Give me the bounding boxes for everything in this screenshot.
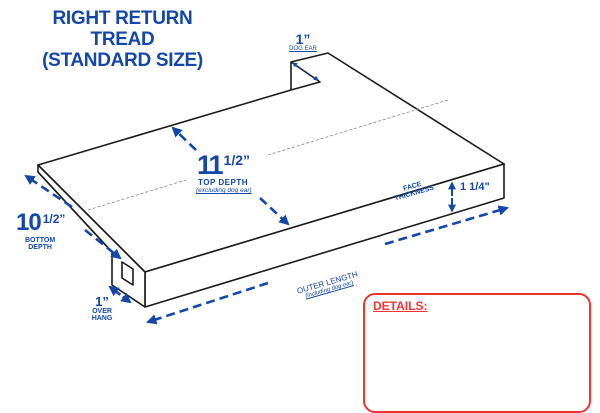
- bottom-depth-label-1: BOTTOM: [25, 237, 56, 244]
- top-depth-label: TOP DEPTH: [198, 178, 248, 187]
- title-line-1: RIGHT RETURN: [52, 8, 193, 29]
- tread-outline: [37, 52, 505, 308]
- overhang-label-2: HANG: [91, 315, 113, 322]
- top-depth-fraction: 1/2”: [223, 152, 251, 168]
- bottom-depth-label-2: DEPTH: [28, 244, 52, 251]
- top-depth-whole: 11: [197, 150, 224, 180]
- face-thickness-value: 1 1/4": [460, 181, 490, 193]
- title-line-2: TREAD: [90, 29, 155, 50]
- details-box: DETAILS:: [363, 293, 591, 413]
- top-depth-note: (excluding dog ear): [196, 187, 252, 194]
- title-line-3: (STANDARD SIZE): [42, 50, 203, 71]
- bottom-depth-label: BOTTOM DEPTH: [25, 237, 55, 251]
- dog-ear-value: 1”: [295, 31, 311, 47]
- diagram-title: RIGHT RETURN TREAD (STANDARD SIZE): [20, 8, 225, 71]
- centerline: [87, 99, 449, 211]
- dog-ear-label: DOG EAR: [289, 46, 317, 52]
- details-title: DETAILS:: [373, 299, 428, 313]
- bottom-depth-whole: 10: [16, 209, 42, 236]
- tread-drawing: [24, 52, 509, 325]
- overhang-value: 1”: [95, 294, 109, 309]
- bottom-depth-fraction: 1/2”: [42, 212, 66, 226]
- overhang-dimension: 1” OVER HANG: [90, 294, 114, 322]
- overhang-label-1: OVER: [92, 308, 112, 315]
- dog-ear-dimension: 1” DOG EAR: [283, 32, 323, 52]
